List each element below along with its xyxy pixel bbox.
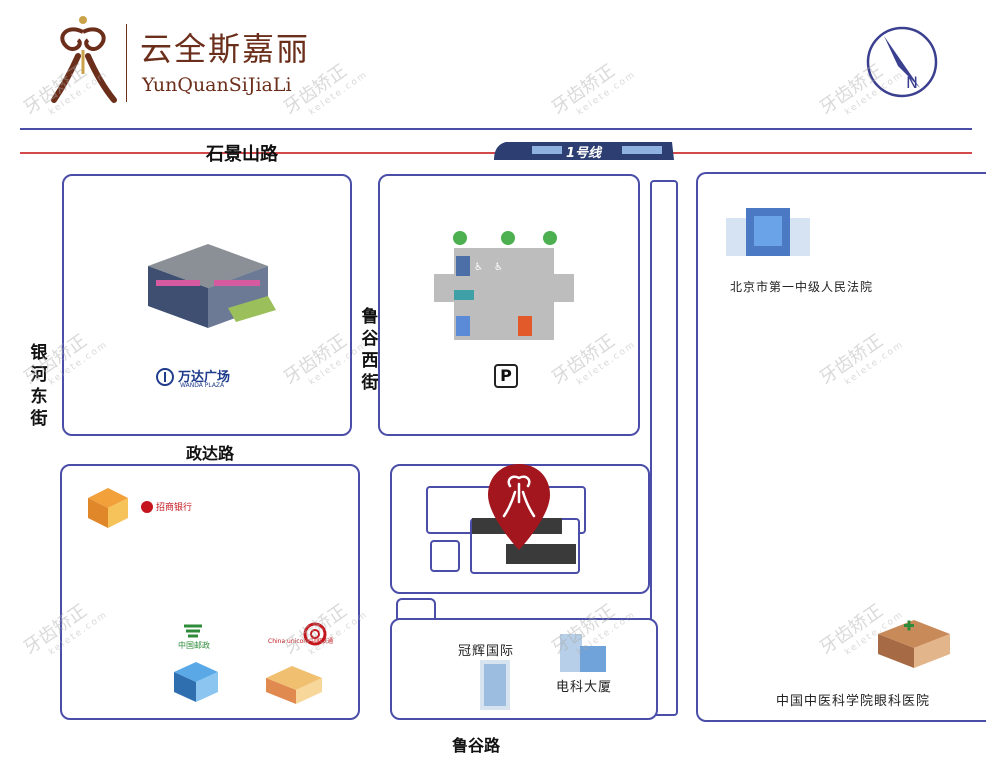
poi-label-hospital: 中国中医科学院眼科医院	[776, 694, 931, 709]
street-label-zhengda: 政达路	[186, 444, 235, 463]
clinic-building-b	[506, 544, 576, 564]
poi-label-guanhui: 冠辉国际	[458, 644, 515, 659]
cmb-name: 招商银行	[156, 503, 193, 513]
brand-logo: 云全斯嘉丽 YunQuanSiJiaLi	[48, 14, 318, 106]
shijingshan-road-top-edge	[20, 128, 972, 130]
parking-sign-label: P	[500, 366, 512, 385]
wanda-name: 万达广场	[178, 370, 231, 385]
clinic-location-pin-icon	[488, 464, 550, 550]
parking-lot-illustration: ♿ ♿	[434, 231, 574, 340]
dianke-building-icon	[560, 634, 606, 672]
wanda-plaza-building-icon	[148, 244, 276, 328]
bank-building-icon	[88, 488, 128, 528]
court-building-icon	[726, 208, 810, 256]
metro-line-1-train: 1号线	[492, 140, 678, 162]
metro-line-label: 1号线	[566, 146, 602, 161]
wanda-logo-icon	[156, 368, 174, 386]
poi-label-court: 北京市第一中级人民法院	[730, 280, 874, 294]
street-label-lugu-west: 鲁谷西街	[361, 307, 379, 393]
svg-text:♿: ♿	[474, 262, 483, 273]
block-guanhui	[390, 618, 658, 720]
street-label-lugu-road: 鲁谷路	[452, 736, 501, 755]
post-office-building-icon	[174, 662, 218, 702]
compass-north-label: N	[906, 73, 918, 92]
brand-name-en: YunQuanSiJiaLi	[142, 74, 292, 96]
parking-sign: P	[494, 364, 518, 388]
unicom-building-icon	[266, 666, 322, 704]
brand-divider	[126, 24, 127, 102]
brand-name-cn: 云全斯嘉丽	[140, 30, 311, 68]
svg-text:♿: ♿	[494, 262, 503, 273]
street-label-yinhe-east: 银河东街	[30, 343, 48, 429]
cmb-logo-icon	[141, 501, 153, 513]
china-post-logo-icon	[184, 624, 202, 638]
wanda-sub: WANDA PLAZA	[180, 382, 225, 389]
poi-label-dianke: 电科大厦	[556, 680, 613, 695]
compass-icon: N	[866, 26, 938, 98]
watermark-text: 牙齿矫正	[547, 60, 619, 119]
post-name: 中国邮政	[178, 641, 210, 650]
hospital-building-icon	[878, 620, 950, 668]
unicom-logo-icon	[303, 622, 327, 646]
street-label-shijingshan: 石景山路	[206, 144, 278, 165]
guanhui-tower-icon	[480, 660, 510, 710]
unicom-name: China unicom中国联通	[268, 638, 334, 645]
watermark-sub: kelete.com	[575, 69, 639, 118]
train-icon	[494, 142, 674, 160]
block-clinic-inner-b	[430, 540, 460, 572]
brand-emblem-icon	[51, 16, 117, 103]
